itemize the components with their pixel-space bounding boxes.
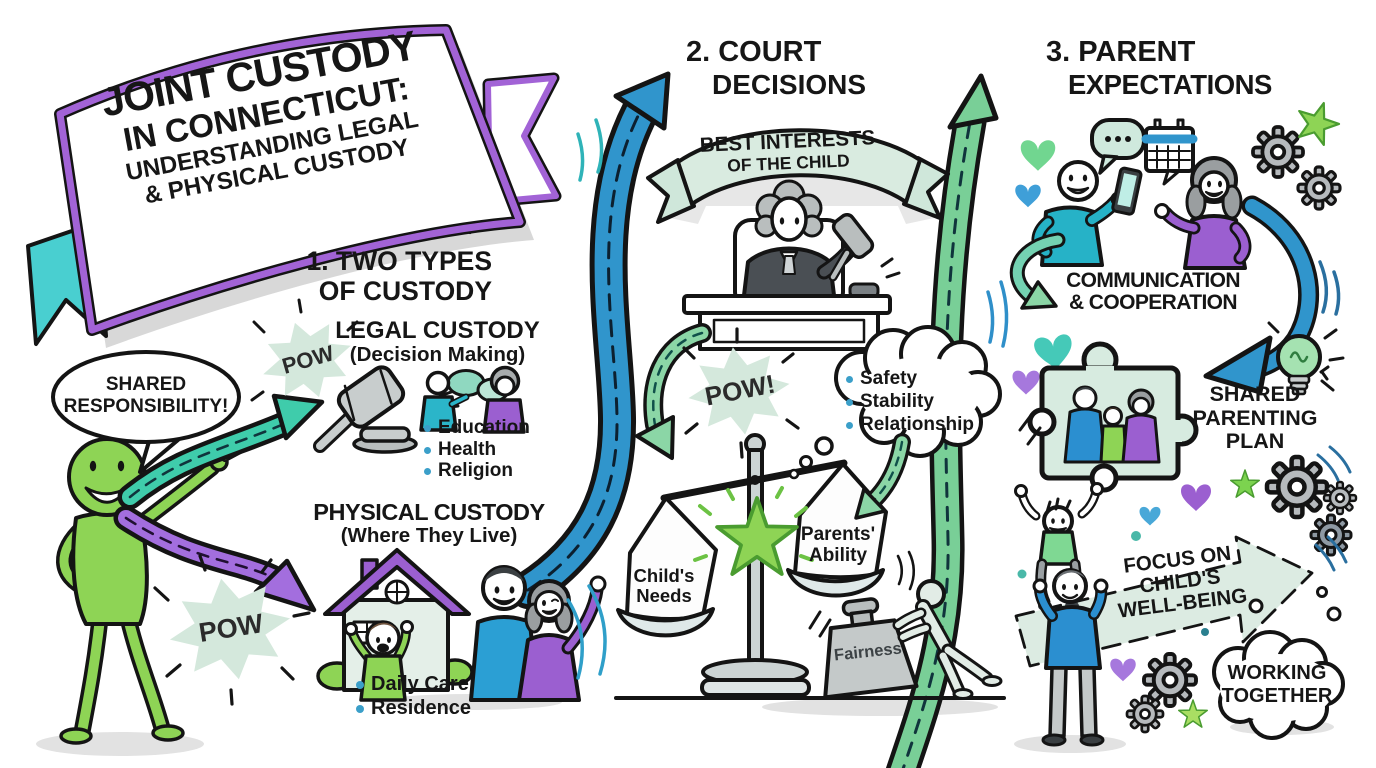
working-together-label: WORKING TOGETHER — [1221, 662, 1333, 707]
gavel-icon — [313, 365, 460, 454]
fairness-weight-icon — [808, 597, 919, 700]
arrow-blue-swoosh — [1203, 206, 1341, 395]
physical-bullets: Daily Care Residence — [356, 672, 471, 720]
pow-burst-shared — [153, 554, 311, 706]
calendar-icon — [1141, 118, 1198, 186]
pow-burst-court — [682, 327, 800, 459]
thought-bullets: Safety Stability Relationship — [846, 367, 974, 436]
judge-icon — [682, 179, 901, 351]
section2-heading: 2. COURT DECISIONS — [686, 36, 867, 101]
bullet-dot — [846, 376, 853, 383]
parent-dad-figure — [1031, 160, 1143, 267]
bullet-dot — [424, 425, 431, 432]
physical-custody-title: PHYSICAL CUSTODY (Where They Live) — [313, 499, 545, 548]
communication-label: COMMUNICATION & COOPERATION — [1066, 269, 1240, 314]
scale-left-label: Child's Needs — [633, 565, 695, 606]
puzzle-piece-icon — [1018, 341, 1199, 493]
section3-heading: 3. PARENT EXPECTATIONS — [1046, 36, 1272, 101]
gears-bottom — [1017, 531, 1348, 734]
speech-bubbles-icon — [1090, 118, 1146, 175]
bullet-dot — [424, 446, 431, 454]
scale-right-label: Parents' Ability — [800, 524, 876, 566]
discussion-icon — [419, 365, 526, 434]
family-illustration — [344, 565, 607, 702]
arrow-teal-cycle — [1017, 240, 1058, 310]
title-banner — [26, 30, 562, 348]
bullet-dot — [356, 681, 364, 689]
parent-child-figure — [1014, 482, 1109, 747]
working-cloud — [1212, 630, 1345, 740]
bullet-dot — [424, 468, 431, 475]
section1-heading: 1. TWO TYPES OF CUSTODY — [306, 246, 492, 307]
speech-bubble — [51, 350, 241, 474]
star-icon — [1290, 95, 1345, 149]
lightbulb-icon — [1267, 321, 1345, 396]
gears-plan — [1230, 445, 1358, 557]
gears-top — [1251, 95, 1345, 211]
legal-bullets: Education Health Religion — [424, 417, 530, 482]
arrow-green-small — [854, 442, 902, 520]
bullet-dot — [356, 705, 364, 713]
pusher-figure — [892, 579, 1003, 700]
arrow-purple — [126, 518, 317, 613]
legal-custody-title: LEGAL CUSTODY (Decision Making) — [335, 317, 540, 366]
parent-mom-figure — [1154, 156, 1252, 270]
speech-bubble-text: SHARED RESPONSIBILITY! — [63, 374, 229, 417]
bullet-dot — [846, 422, 853, 429]
pow-burst-legal — [250, 298, 365, 412]
bullet-dot — [846, 399, 853, 406]
arrow-green-curl — [635, 333, 702, 460]
shared-plan-label: SHARED PARENTING PLAN — [1192, 382, 1318, 453]
arrow-blue-road — [528, 71, 671, 590]
star-icon — [1178, 699, 1208, 728]
arrow-teal — [130, 393, 325, 497]
star-icon — [1230, 469, 1260, 498]
arrow-green-road — [900, 73, 1009, 768]
